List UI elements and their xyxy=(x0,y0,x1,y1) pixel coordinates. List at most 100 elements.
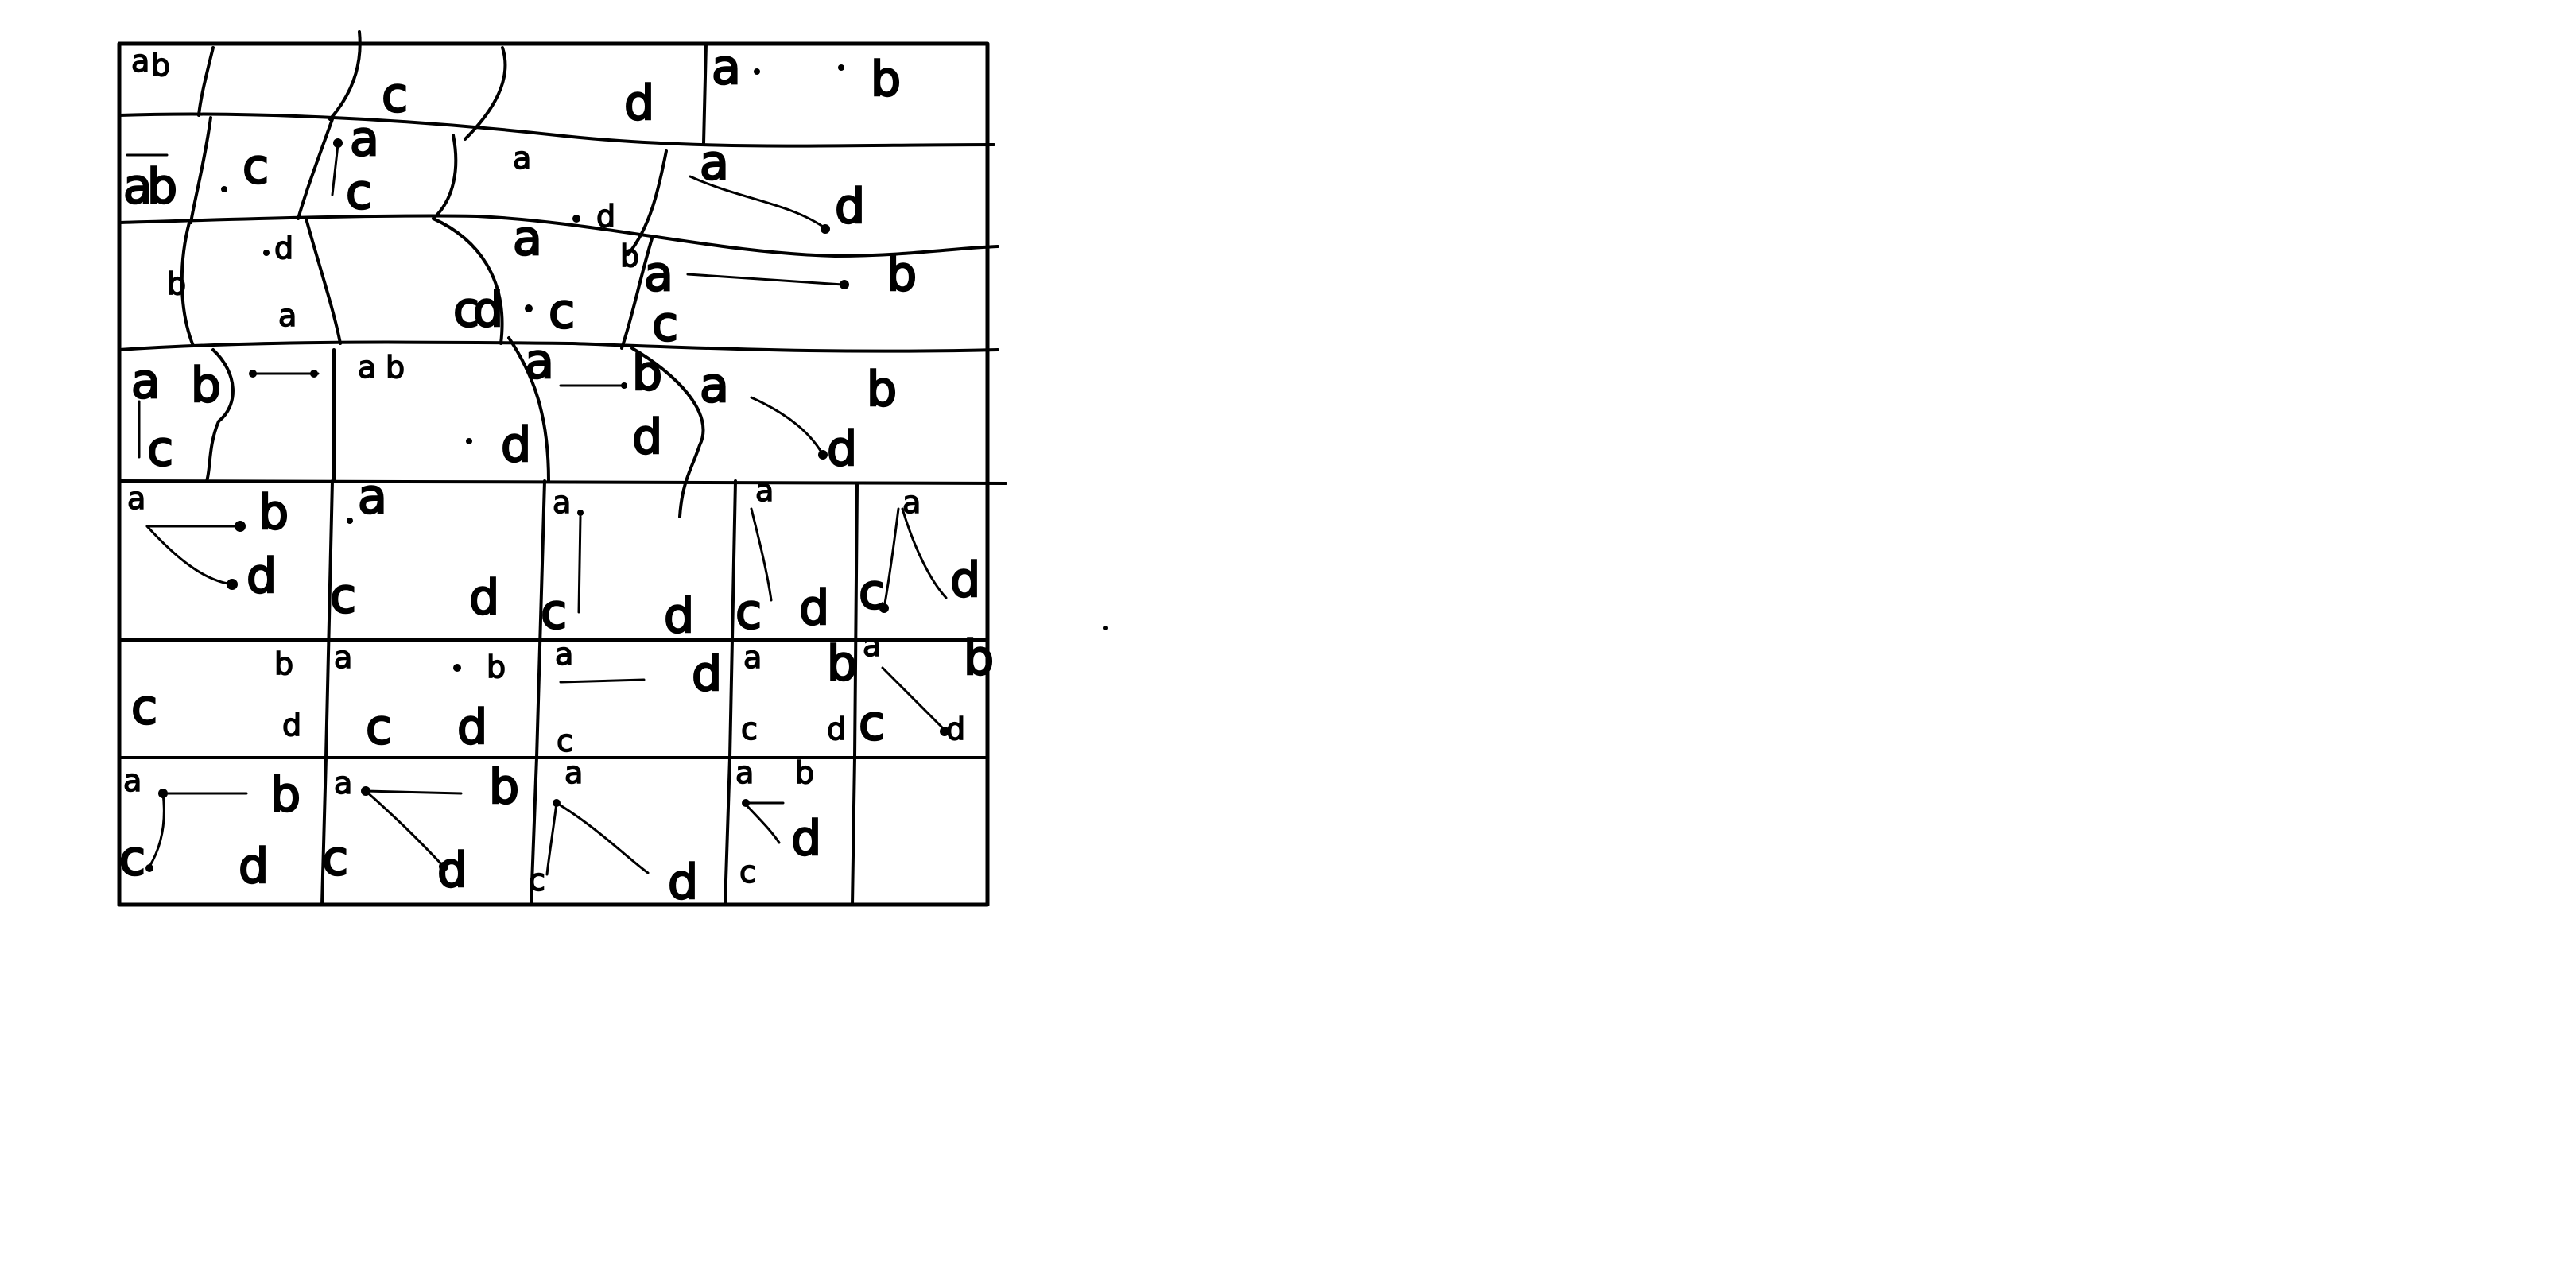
cell-label: c xyxy=(735,584,762,640)
cell-r2c2: c xyxy=(221,138,270,196)
cell-label: a xyxy=(334,766,352,801)
divider-v-r4-1 xyxy=(205,348,235,483)
cell-label: c xyxy=(382,68,408,123)
cell-label: a xyxy=(564,755,583,790)
cell-label: b xyxy=(867,362,897,417)
node-dot xyxy=(466,438,472,444)
cell-label: b xyxy=(258,485,289,541)
divider-v-r2-1 xyxy=(189,116,212,224)
cell-r5c2: a c d xyxy=(329,468,501,627)
cell-r4c1: a b c xyxy=(130,353,320,478)
cell-label: d xyxy=(501,417,531,473)
cell-r1c1: a b xyxy=(130,43,171,83)
cell-r5c1: a b d xyxy=(126,480,289,605)
node-dot xyxy=(333,138,343,148)
cell-label: b xyxy=(620,238,639,273)
cell-label: b xyxy=(827,636,857,692)
cell-label: c xyxy=(453,282,479,338)
divider-v-r2-3 xyxy=(432,134,458,220)
cell-r2c5: a d xyxy=(689,134,866,235)
cell-label: a xyxy=(863,628,881,663)
cell-r4c4: a b d xyxy=(699,357,898,479)
cell-label: d xyxy=(624,76,654,131)
divider-v-r2-4 xyxy=(627,149,668,256)
cell-label: b xyxy=(151,48,170,83)
node-dot xyxy=(249,370,257,378)
cell-label: c xyxy=(147,421,173,477)
cell-label: a xyxy=(553,485,571,520)
cell-label: a xyxy=(123,763,142,798)
cell-label: c xyxy=(859,564,885,620)
cell-r7c2: a b c d xyxy=(321,758,521,900)
node-dot xyxy=(453,664,461,672)
cell-r5c5: a c d xyxy=(858,484,982,621)
cell-label: d xyxy=(791,811,821,867)
edge-arrow xyxy=(750,507,773,602)
cell-label: d xyxy=(799,580,829,636)
divider-v-top-1 xyxy=(197,46,215,117)
edge-arrow xyxy=(686,273,844,286)
divider-v-r3-1 xyxy=(180,221,195,347)
cell-label: a xyxy=(513,211,542,266)
node-dot xyxy=(361,786,370,796)
divider-v-top-4 xyxy=(702,42,708,145)
edge-arrow xyxy=(148,792,165,868)
node-dot xyxy=(621,382,627,389)
cell-r3c2: d a xyxy=(263,230,297,334)
cell-label: c xyxy=(242,139,269,195)
cell-label: b xyxy=(489,759,519,815)
cell-label: a xyxy=(513,141,531,176)
cell-r2c1: a b xyxy=(122,153,178,215)
cell-label: b xyxy=(270,767,301,823)
cell-label: b xyxy=(871,52,901,107)
divider-h4 xyxy=(118,479,1007,485)
divider-v-r3-4 xyxy=(620,237,654,350)
divider-v-r4-4 xyxy=(630,347,705,518)
divider-h2 xyxy=(118,214,999,258)
node-dot xyxy=(577,510,584,516)
node-dot xyxy=(263,250,270,256)
edge-arrow xyxy=(545,801,558,876)
node-dot xyxy=(754,68,760,75)
node-dot xyxy=(821,224,830,234)
divider-v-b2 xyxy=(530,479,546,906)
cell-r3c5: a b c xyxy=(643,246,918,354)
divider-v-b1 xyxy=(320,479,334,906)
cell-label: c xyxy=(549,284,575,339)
cell-label: c xyxy=(741,712,758,747)
cell-label: c xyxy=(859,696,885,751)
cell-label: c xyxy=(119,831,145,886)
cell-label: a xyxy=(712,40,741,95)
edge-arrow xyxy=(689,175,824,228)
cell-r2c4: a d xyxy=(512,140,616,235)
cell-label: c xyxy=(366,700,392,755)
cell-label: d xyxy=(239,839,269,894)
cell-label: d xyxy=(596,199,615,234)
cell-label: a xyxy=(755,473,774,508)
cell-r6c5: a b c d xyxy=(858,627,995,752)
cell-label: d xyxy=(469,570,499,626)
cell-label: d xyxy=(668,855,698,910)
node-dot xyxy=(221,186,227,192)
cell-r3c1: b xyxy=(166,266,187,302)
cell-r2c3: a c xyxy=(331,111,380,221)
cell-r4c2: a b d xyxy=(357,349,532,474)
node-dot xyxy=(347,518,353,524)
cell-r3c3: c d xyxy=(452,281,505,339)
cell-r3c4: a b c xyxy=(512,210,640,341)
cell-label: c xyxy=(131,680,157,735)
cell-label: d xyxy=(274,231,293,266)
cell-label: a xyxy=(700,358,729,413)
node-dot xyxy=(840,280,849,289)
cell-r6c4: a b c d xyxy=(740,635,858,747)
edge-arrow xyxy=(577,515,582,614)
cell-label: b xyxy=(632,346,662,401)
cell-label: a xyxy=(131,44,149,79)
cell-r4c3: a b d xyxy=(524,333,664,467)
node-dot xyxy=(553,799,561,807)
cell-label: c xyxy=(330,568,356,624)
cell-label: a xyxy=(358,469,387,525)
edge-arrow xyxy=(555,801,650,874)
cell-r5c3: a c d xyxy=(540,484,696,645)
